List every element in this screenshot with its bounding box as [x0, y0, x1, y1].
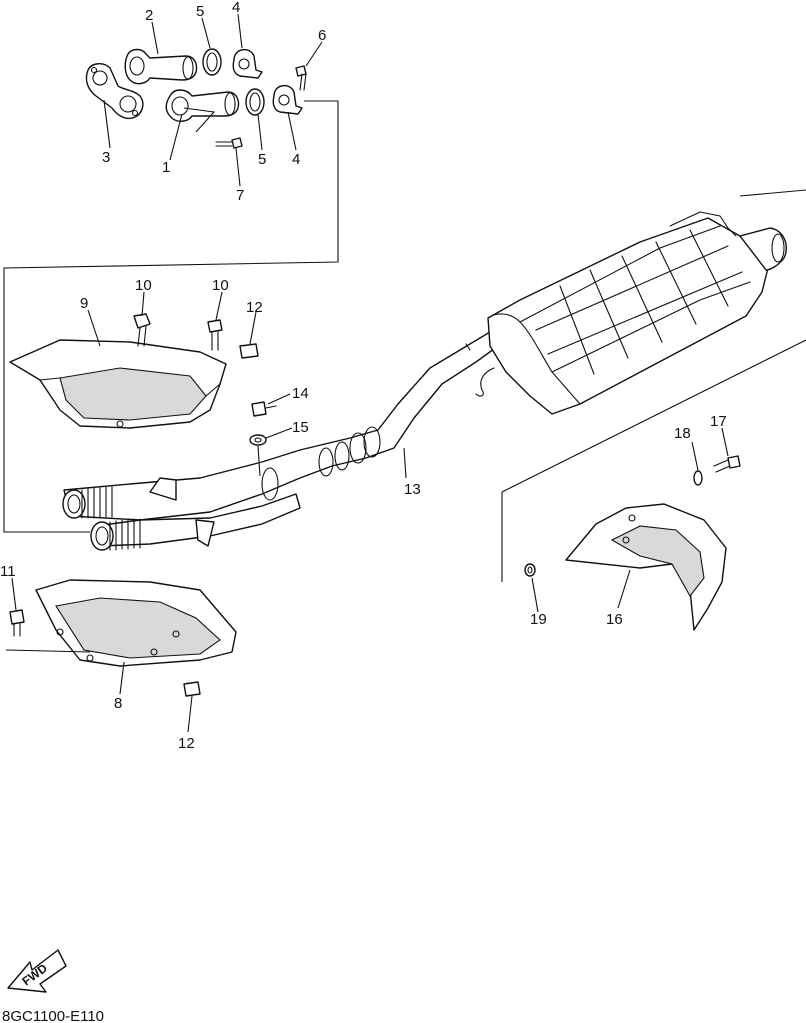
exhaust-pipe-assembly-part-13 — [62, 331, 499, 551]
callout-3: 3 — [102, 149, 110, 166]
callout-19: 19 — [530, 611, 547, 628]
assembly-bracket-line — [3, 100, 339, 533]
forward-direction-arrow: FWD — [7, 949, 67, 993]
bolt-part-17 — [713, 455, 741, 473]
callout-12-top: 12 — [246, 299, 263, 316]
callout-8: 8 — [114, 695, 122, 712]
callout-1: 1 — [162, 159, 170, 176]
bolt-part-14 — [251, 401, 277, 417]
heat-protector-part-9 — [9, 339, 227, 429]
callout-16: 16 — [606, 611, 623, 628]
leader-lines — [5, 13, 729, 733]
lower-protector-part-8 — [35, 579, 237, 667]
callout-14: 14 — [292, 385, 309, 402]
callout-6: 6 — [318, 27, 326, 44]
callout-5-top: 5 — [196, 3, 204, 20]
callout-11: 11 — [0, 563, 16, 580]
washer-part-19 — [524, 563, 536, 577]
callout-5-bottom: 5 — [258, 151, 266, 168]
nut-part-12-bottom — [183, 681, 201, 697]
callout-labels: 2 5 4 6 3 1 5 4 7 9 10 10 12 14 15 13 18… — [0, 0, 727, 752]
callout-10-left: 10 — [135, 277, 152, 294]
muffler — [487, 211, 788, 415]
muffler-guide-line — [739, 189, 806, 197]
callout-10-right: 10 — [212, 277, 229, 294]
muffler-protector-part-16 — [565, 503, 727, 631]
muffler-guide-line-2 — [501, 339, 806, 582]
callout-15: 15 — [292, 419, 309, 436]
callout-17: 17 — [710, 413, 727, 430]
callout-4-bottom: 4 — [292, 151, 300, 168]
clamp-part-4 — [232, 49, 303, 115]
bolt-part-10-left — [133, 313, 151, 347]
exhaust-pipe-part-1 — [165, 89, 240, 122]
callout-18: 18 — [674, 425, 691, 442]
gasket-part-3 — [85, 63, 144, 120]
callout-7: 7 — [236, 187, 244, 204]
gasket-ring-part-5 — [202, 48, 265, 116]
nut-part-12-top — [239, 343, 259, 359]
bolt-part-7 — [215, 137, 243, 149]
bolt-part-10-right — [207, 319, 223, 351]
bolt-part-6 — [295, 65, 307, 91]
callout-9: 9 — [80, 295, 88, 312]
callout-12-bottom: 12 — [178, 735, 195, 752]
callout-2: 2 — [145, 7, 153, 24]
diagram-code: 8GC1100-E110 — [2, 1008, 104, 1023]
callout-4-top: 4 — [232, 0, 240, 16]
callout-13: 13 — [404, 481, 421, 498]
bolt-part-11 — [9, 609, 25, 637]
exhaust-pipe-part-2 — [124, 48, 198, 85]
washer-part-15 — [249, 434, 267, 446]
washer-part-18 — [693, 470, 703, 486]
